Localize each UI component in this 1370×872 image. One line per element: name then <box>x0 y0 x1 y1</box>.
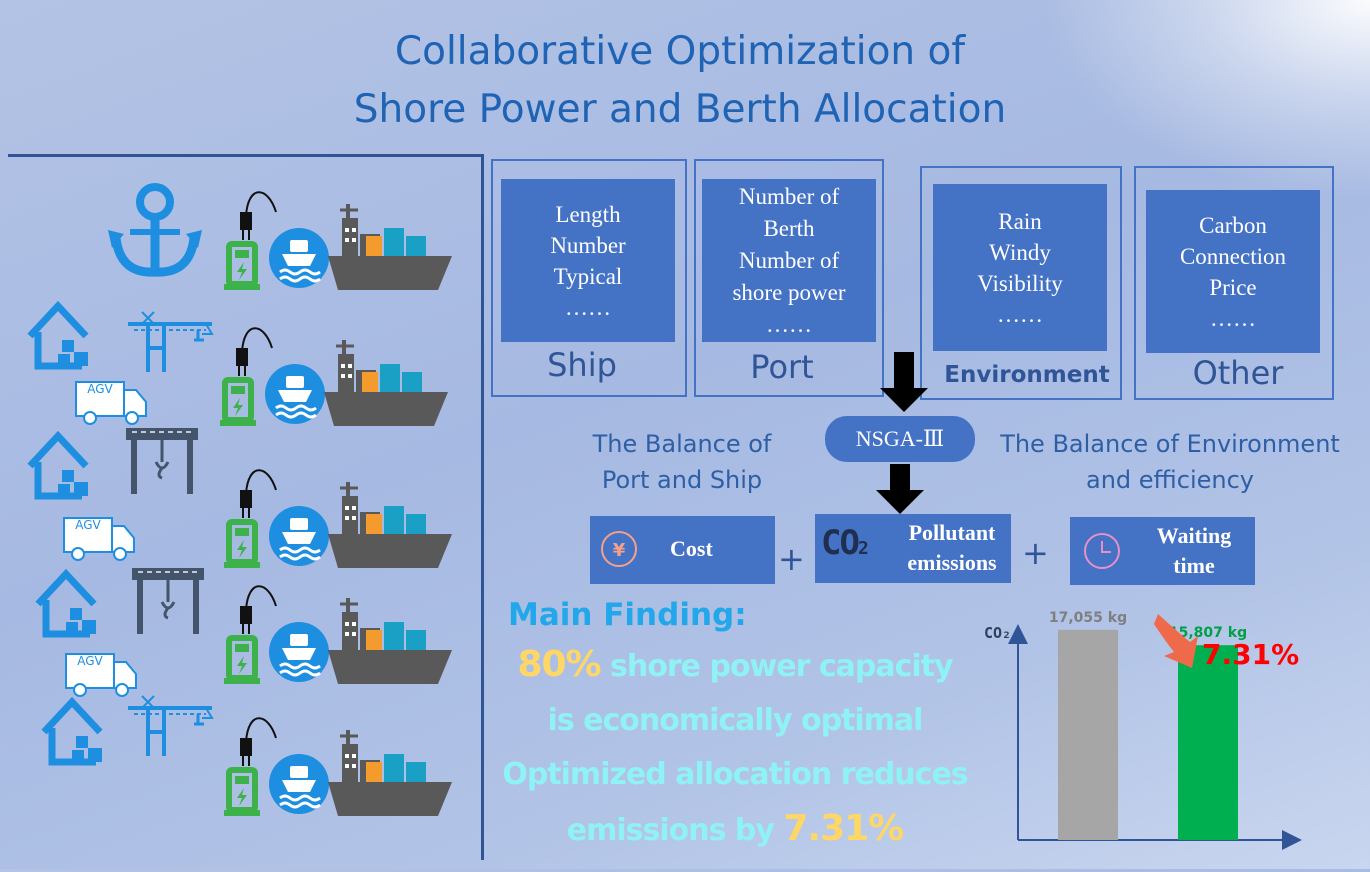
agv-label: AGV <box>77 654 103 668</box>
factor-line: Rain <box>998 208 1042 234</box>
anchor-icon <box>108 183 202 277</box>
finding-line: emissions by 7.31% <box>480 802 990 858</box>
reduction-arrow-icon <box>1154 614 1198 668</box>
finding-text: 80% shore power capacity is economically… <box>480 638 990 858</box>
finding-line: 80% shore power capacity <box>480 638 990 694</box>
page-title-line1: Collaborative Optimization of <box>394 29 966 74</box>
agv-label: AGV <box>75 518 101 532</box>
objective-waiting: Waiting time <box>1070 517 1255 585</box>
divider-vertical <box>481 157 484 860</box>
co2-icon: CO2 <box>821 526 869 564</box>
factor-line: Number of <box>738 247 840 273</box>
finding-line2: is economically optimal <box>547 703 924 738</box>
waiting-line: time <box>1173 553 1215 578</box>
factor-line: Connection <box>1179 243 1287 269</box>
ship-factors-box: Length Number Typical …… <box>501 179 675 342</box>
yen-glyph: ¥ <box>613 540 626 561</box>
panel-label-other: Other <box>1192 354 1284 392</box>
factor-line: Number of <box>738 183 840 209</box>
balance-line: and efficiency <box>1086 466 1254 494</box>
environment-factors-box: Rain Windy Visibility …… <box>933 184 1107 351</box>
cost-label: Cost <box>670 536 713 561</box>
panel-environment <box>920 166 1122 400</box>
co2-symbol: CO <box>821 523 860 563</box>
algorithm-badge: NSGA-Ⅲ <box>825 416 975 462</box>
finding-pct-reduction: 7.31% <box>783 808 904 849</box>
shore-power-berth-icon <box>224 470 452 568</box>
finding-line4: emissions by <box>566 813 784 848</box>
finding-line3: Optimized allocation reduces <box>502 757 968 792</box>
factor-line: Windy <box>989 239 1051 265</box>
gantry-crane-icon <box>132 568 204 634</box>
balance-line: The Balance of <box>592 430 772 458</box>
down-arrow-icon <box>880 352 928 412</box>
warehouse-icon <box>30 436 88 496</box>
factor-line: Visibility <box>977 270 1063 296</box>
panel-label-environment: Environment <box>944 362 1110 388</box>
shore-power-berth-icon <box>224 192 452 290</box>
co2-subscript: 2 <box>857 538 869 559</box>
warehouse-icon <box>30 306 88 366</box>
warehouse-icon <box>44 702 102 762</box>
factor-line: Carbon <box>1199 212 1267 238</box>
balance-line: Port and Ship <box>601 466 763 494</box>
bar-value-label-after: 15,807 kg <box>1169 625 1247 641</box>
bar-value-label-before: 17,055 kg <box>1049 610 1127 626</box>
clock-icon <box>1084 533 1120 569</box>
port-factors-box: Number of Berth Number of shore power …… <box>702 179 876 342</box>
bar-after <box>1178 645 1238 840</box>
factor-line: shore power <box>732 279 846 305</box>
reduction-label: 7.31% <box>1202 638 1299 671</box>
balance-environment-efficiency: The Balance of Environment and efficienc… <box>990 426 1350 498</box>
balance-port-ship: The Balance of Port and Ship <box>570 426 794 498</box>
shore-power-berth-icon <box>220 328 448 426</box>
gantry-crane-icon <box>126 428 198 494</box>
bar-before <box>1058 629 1118 840</box>
pollutant-label: Pollutant emissions <box>897 518 1007 578</box>
page-title-line2: Shore Power and Berth Allocation <box>353 87 1007 132</box>
factor-line: Price <box>1209 274 1257 300</box>
quay-crane-icon <box>126 694 214 758</box>
factor-ellipsis: …… <box>766 311 812 337</box>
pollutant-line: emissions <box>907 550 997 575</box>
factor-line: Number <box>550 232 626 258</box>
waiting-line: Waiting <box>1156 523 1232 548</box>
factor-ellipsis: …… <box>565 294 611 320</box>
shore-power-berth-icon <box>224 586 452 684</box>
y-axis-label: CO₂ <box>984 624 1011 642</box>
warehouse-icon <box>38 574 96 634</box>
plus-sign: + <box>778 540 805 578</box>
factor-ellipsis: …… <box>1210 305 1256 331</box>
finding-heading: Main Finding: <box>508 597 747 633</box>
factor-line: Length <box>555 201 621 227</box>
down-arrow-icon <box>876 464 924 514</box>
factor-line: Typical <box>553 263 623 289</box>
panel-other <box>1134 166 1334 400</box>
objective-cost: ¥ Cost <box>590 516 775 584</box>
balance-line: The Balance of Environment <box>1000 430 1340 458</box>
pollutant-line: Pollutant <box>908 520 996 545</box>
plus-sign: + <box>1022 534 1049 572</box>
panel-port <box>694 159 884 397</box>
yen-icon: ¥ <box>601 531 637 567</box>
quay-crane-icon <box>126 310 214 374</box>
divider-horizontal <box>8 154 484 157</box>
other-factors-box: Carbon Connection Price …… <box>1146 190 1320 353</box>
agv-label: AGV <box>87 382 113 396</box>
objective-pollutant: CO2 Pollutant emissions <box>815 514 1011 583</box>
shore-power-berth-icon <box>224 718 452 816</box>
panel-label-ship: Ship <box>547 346 617 384</box>
waiting-label: Waiting time <box>1144 521 1244 581</box>
emissions-bar-chart: CO₂ 17,055 kg 15,807 kg 7.31% <box>984 610 1302 850</box>
panel-ship <box>491 159 687 397</box>
factor-line: Berth <box>763 215 815 241</box>
finding-pct-capacity: 80% <box>517 644 601 685</box>
factor-ellipsis: …… <box>997 301 1043 327</box>
port-illustration <box>0 183 480 870</box>
panel-label-port: Port <box>750 348 814 386</box>
finding-line1: shore power capacity <box>600 649 954 684</box>
